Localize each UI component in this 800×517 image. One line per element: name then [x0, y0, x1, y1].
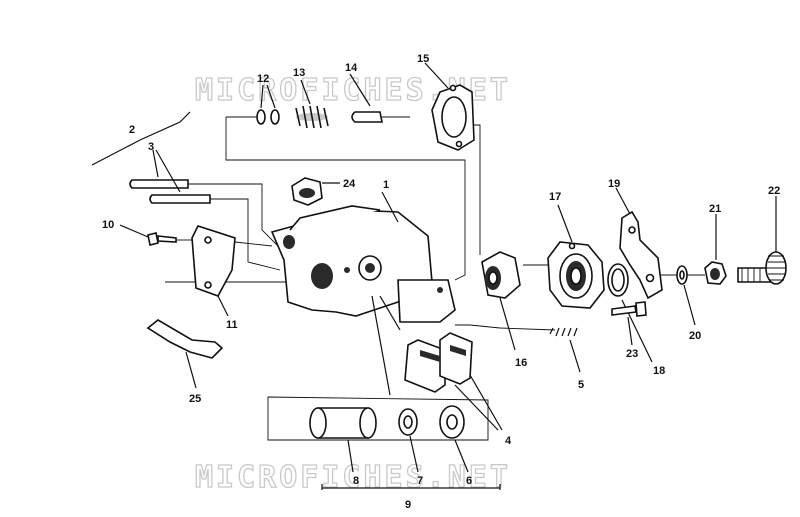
callout-labels: 1 2 3 4 5 6 7 8 9 10 11 12 13 14 15 16 1… — [102, 53, 780, 511]
part-1-main-body — [270, 191, 456, 323]
callout-15: 15 — [417, 53, 429, 65]
callout-16: 16 — [515, 357, 527, 369]
part-25-bracket — [146, 319, 224, 389]
part-11-cover-plate — [191, 225, 273, 317]
callout-19: 19 — [608, 178, 620, 190]
part-6-washer — [439, 405, 469, 473]
part-15-gasket — [424, 62, 475, 151]
callout-22: 22 — [768, 185, 780, 197]
callout-2: 2 — [129, 124, 135, 136]
part-14-pin — [349, 73, 383, 123]
callout-7: 7 — [417, 475, 423, 487]
callout-21: 21 — [709, 203, 721, 215]
callout-18: 18 — [653, 365, 665, 377]
callout-12: 12 — [257, 73, 269, 85]
part-17-flange — [547, 204, 605, 309]
callout-9: 9 — [405, 499, 411, 511]
callout-24: 24 — [343, 178, 356, 190]
bracket-group-9 — [321, 484, 501, 490]
callout-10: 10 — [102, 219, 114, 231]
callout-17: 17 — [549, 191, 561, 203]
part-8-cylinder — [309, 407, 377, 473]
callout-11: 11 — [226, 319, 238, 331]
callout-14: 14 — [345, 62, 358, 74]
part-20-washer — [676, 265, 696, 326]
callout-1: 1 — [383, 179, 389, 191]
part-23-screw — [611, 301, 647, 346]
part-10-bolt — [119, 224, 192, 246]
callout-5: 5 — [578, 379, 584, 391]
part-12-orings — [256, 84, 280, 125]
callout-23: 23 — [626, 348, 638, 360]
part-5-spring — [549, 327, 581, 373]
part-24-fitting — [291, 177, 340, 206]
part-7-washer — [398, 408, 419, 473]
callout-25: 25 — [189, 393, 201, 405]
callout-13: 13 — [293, 67, 305, 79]
part-4-reed-plates — [371, 295, 503, 431]
part-19-arm — [615, 187, 663, 300]
part-16-housing — [481, 251, 521, 351]
callout-4: 4 — [505, 435, 512, 447]
part-21-nut — [704, 214, 727, 285]
callout-3: 3 — [148, 141, 154, 153]
part-13-spring — [295, 79, 329, 129]
callout-6: 6 — [466, 475, 472, 487]
part-3-rods — [129, 149, 281, 271]
callout-20: 20 — [689, 330, 701, 342]
bracket-group-2 — [91, 111, 191, 166]
part-22-adjuster — [737, 196, 787, 285]
callout-8: 8 — [353, 475, 359, 487]
